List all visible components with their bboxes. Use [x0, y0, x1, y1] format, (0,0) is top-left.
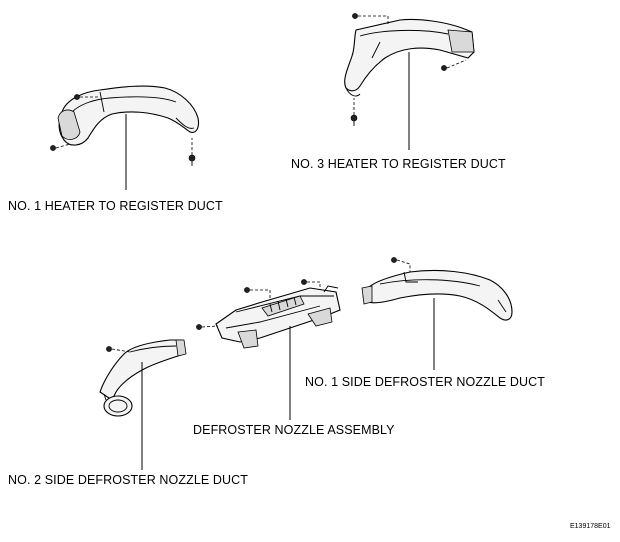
no1-heater-duct-part [50, 85, 200, 166]
defroster-nozzle-label: DEFROSTER NOZZLE ASSEMBLY [193, 423, 395, 437]
no1-heater-duct-label: NO. 1 HEATER TO REGISTER DUCT [8, 199, 223, 213]
no2-side-defroster-duct-part [99, 339, 187, 417]
no2-side-defroster-label: NO. 2 SIDE DEFROSTER NOZZLE DUCT [8, 473, 249, 487]
defroster-nozzle-part [196, 279, 341, 349]
no3-heater-duct-part [344, 13, 475, 126]
no1-side-defroster-duct-part [361, 257, 513, 321]
no1-side-defroster-label: NO. 1 SIDE DEFROSTER NOZZLE DUCT [305, 375, 546, 389]
no3-heater-duct-label: NO. 3 HEATER TO REGISTER DUCT [291, 157, 506, 171]
figure-code: E139178E01 [570, 523, 611, 530]
